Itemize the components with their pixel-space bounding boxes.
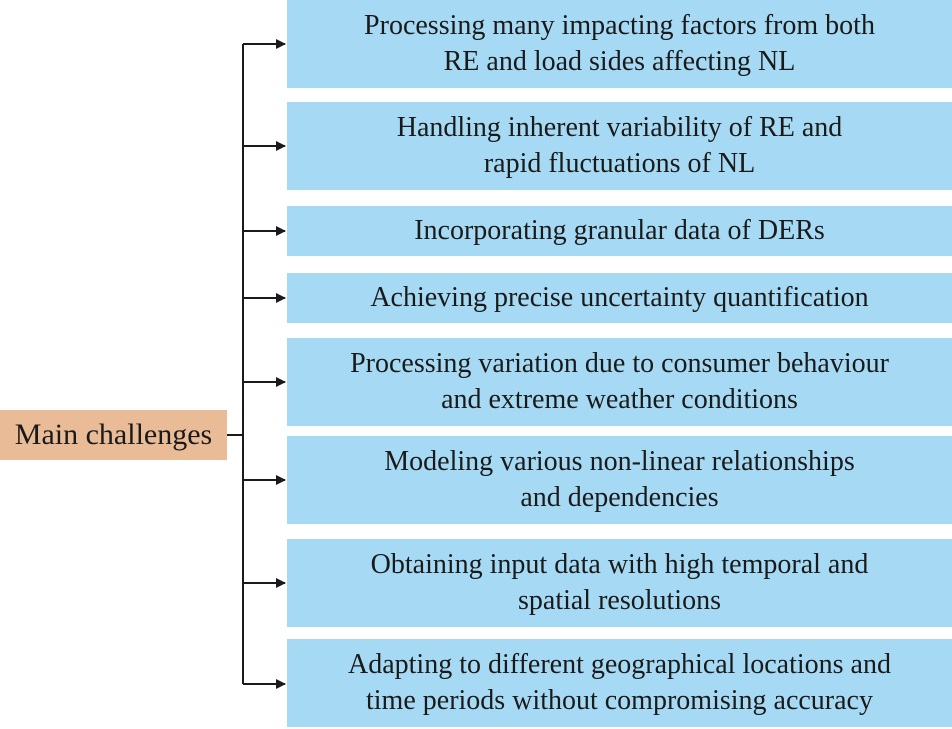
challenge-box-7: Obtaining input data with high temporal … — [287, 539, 952, 627]
challenge-text-6: Modeling various non-linear relationship… — [384, 444, 854, 516]
challenge-5-line-1: Processing variation due to consumer beh… — [350, 348, 889, 379]
challenge-text-1: Processing many impacting factors from b… — [364, 8, 875, 80]
challenge-text-8: Adapting to different geographical locat… — [348, 647, 891, 719]
challenge-text-7: Obtaining input data with high temporal … — [371, 547, 869, 619]
challenge-box-4: Achieving precise uncertainty quantifica… — [287, 273, 952, 323]
challenge-box-3: Incorporating granular data of DERs — [287, 206, 952, 256]
challenge-4-line-1: Achieving precise uncertainty quantifica… — [370, 282, 869, 313]
challenge-box-2: Handling inherent variability of RE and … — [287, 102, 952, 190]
challenge-1-line-2: RE and load sides affecting NL — [443, 46, 796, 77]
challenge-2-line-2: rapid fluctuations of NL — [483, 148, 756, 179]
challenge-8-line-1: Adapting to different geographical locat… — [348, 649, 891, 680]
challenge-text-4: Achieving precise uncertainty quantifica… — [370, 280, 868, 316]
challenge-box-6: Modeling various non-linear relationship… — [287, 436, 952, 524]
root-node-label: Main challenges — [14, 418, 213, 451]
challenge-1-line-1: Processing many impacting factors from b… — [364, 10, 875, 41]
challenge-text-3: Incorporating granular data of DERs — [414, 213, 825, 249]
challenge-6-line-1: Modeling various non-linear relationship… — [384, 446, 855, 477]
root-node-main-challenges: Main challenges — [0, 410, 227, 460]
challenge-6-line-2: and dependencies — [520, 482, 719, 513]
challenge-box-1: Processing many impacting factors from b… — [287, 0, 952, 88]
challenge-box-8: Adapting to different geographical locat… — [287, 639, 952, 727]
challenge-8-line-2: time periods without compromising accura… — [366, 685, 873, 716]
challenge-7-line-1: Obtaining input data with high temporal … — [370, 549, 869, 580]
challenge-box-5: Processing variation due to consumer beh… — [287, 338, 952, 426]
challenge-text-2: Handling inherent variability of RE and … — [397, 110, 843, 182]
challenge-5-line-2: and extreme weather conditions — [441, 384, 798, 415]
challenge-text-5: Processing variation due to consumer beh… — [350, 346, 889, 418]
challenge-7-line-2: spatial resolutions — [518, 585, 721, 616]
challenge-2-line-1: Handling inherent variability of RE and — [396, 112, 843, 143]
challenge-3-line-1: Incorporating granular data of DERs — [414, 215, 825, 246]
